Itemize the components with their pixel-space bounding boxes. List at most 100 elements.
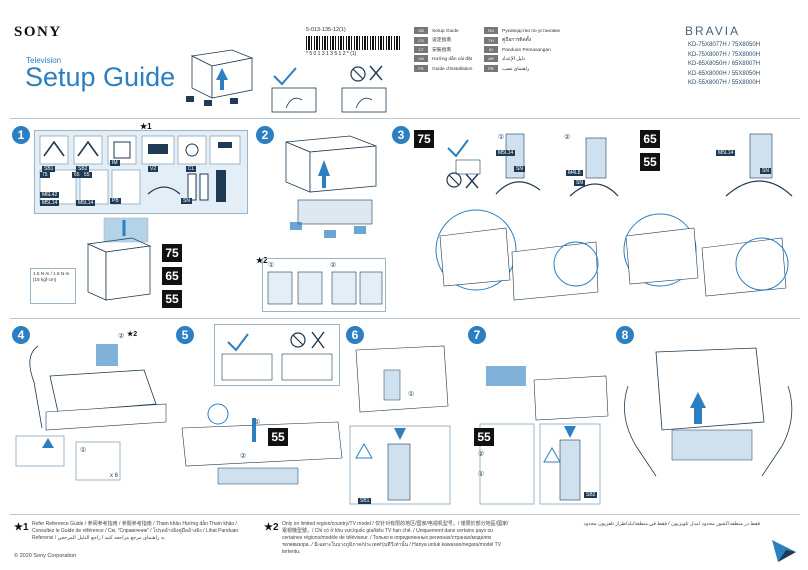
box-illustration [186, 49, 254, 106]
part-label: IM [110, 160, 120, 166]
part-label: CL [186, 166, 197, 172]
model-item: KD-65X8000H / 55X8050H [688, 70, 761, 77]
copyright: © 2020 Sony Corporation [14, 553, 77, 559]
substep-number: ② [564, 134, 571, 141]
size-badge: 55 [474, 428, 494, 446]
footnote-text: Only on limited region/country/TV model … [282, 521, 509, 555]
screw-label: SN [514, 166, 525, 172]
step-number: 1 [12, 126, 30, 144]
parts-illustration [39, 135, 241, 205]
substep-number: ① [498, 134, 505, 141]
footnote-text: Refer Reference Guide / 参阅参考指南 / 參閱參考指南 … [32, 521, 239, 541]
stand-label: SB1 [358, 498, 372, 504]
part-label: SN [181, 198, 192, 204]
part-number: 5-013-135-12(1) [306, 27, 346, 33]
box-with-tv-illustration [86, 217, 152, 301]
model-item: KD-75X8077H / 75X8050H [688, 42, 761, 48]
footnote-marker: ★2 [264, 522, 279, 533]
barcode [306, 36, 402, 50]
screw-label: M5L14 [716, 150, 736, 156]
substep-number: ① [80, 447, 87, 454]
tab-release-illustration [267, 271, 383, 305]
step-number: 5 [176, 326, 194, 344]
substep-number: ② [478, 451, 485, 458]
substep-number: ② [330, 262, 337, 269]
screw-label: SN [760, 168, 771, 174]
size-badge: 55 [268, 428, 288, 446]
substep-number: ② [240, 453, 247, 460]
page-title: Setup Guide [25, 62, 176, 92]
divider [10, 318, 800, 319]
model-list: KD-75X8077H / 75X8050H KD-75X8007H / 75X… [688, 41, 760, 89]
substep-number: ② [118, 333, 125, 340]
divider [10, 514, 800, 515]
size-badge: 75 [414, 130, 434, 148]
size-badge: 65 [640, 130, 660, 148]
substep-number: ① [408, 391, 415, 398]
torque-note: 1.5 N·m / 1.5 N·m {15 kgf·cm} [30, 268, 76, 304]
screw-label: M4L8 [566, 170, 583, 176]
brand-logo: SONY [14, 24, 62, 40]
fold-corner-icon [772, 540, 796, 562]
substep-number: ① [268, 262, 275, 269]
step-number: 8 [616, 326, 634, 344]
size-badge: 75 [162, 244, 182, 262]
screw-label: SN [574, 180, 585, 186]
divider [10, 118, 800, 119]
screw-label: M5L14 [496, 150, 516, 156]
part-label: M5L14 [76, 200, 96, 206]
footnote-marker: ★2 [256, 256, 268, 265]
step-number: 6 [346, 326, 364, 344]
size-label: 55 [82, 172, 92, 178]
check-prohibit-illustration [271, 65, 387, 113]
part-label: PB [110, 198, 121, 204]
product-type: Television [26, 56, 62, 65]
part-label: M6L42 [40, 192, 60, 198]
model-item: KD-55X8007H / 55X8000H [688, 80, 761, 87]
substep-number: ① [254, 419, 261, 426]
footnote-marker: ★1 [14, 522, 29, 533]
screw-count: x 6 [110, 473, 119, 479]
step-number: 3 [392, 126, 410, 144]
tv-lift-illustration [15, 344, 167, 481]
model-item: KD-75X8007H / 75X8000H [688, 51, 761, 58]
stand-insert-alt-illustration [479, 366, 609, 505]
footnote-marker: ★2 [127, 331, 138, 338]
model-item: KD-65X8050H / 65X8007H [688, 61, 761, 68]
substep-panel [214, 324, 340, 386]
step-number: 4 [12, 326, 30, 344]
unbox-illustration [285, 135, 377, 238]
part-label: SB2 [76, 166, 90, 172]
check-prohibit-illustration [221, 331, 333, 381]
footnote-text-rtl: فقط در منطقه/کشور محدود /مدل تلویزیون / … [583, 521, 761, 527]
size-badge: 65 [162, 267, 182, 285]
step-number: 7 [468, 326, 486, 344]
footnote-marker: ★1 [140, 122, 152, 131]
substep-panel [262, 258, 386, 312]
series-logo: BRAVIA [685, 24, 741, 38]
substep-number: ① [478, 471, 485, 478]
tv-stand-illustration [181, 403, 343, 485]
barcode-number: * 5 0 1 3 1 3 5 1 2 * (1) [306, 51, 357, 57]
stand-attach-illustration [435, 133, 619, 301]
stand-attach-alt-illustration [623, 133, 793, 297]
part-label: V2 [148, 166, 159, 172]
size-label: 65 [72, 172, 82, 178]
part-label: M5L14 [40, 200, 60, 206]
step-number: 2 [256, 126, 274, 144]
tv-upright-illustration [624, 347, 793, 477]
stand-label: SB2 [584, 492, 598, 498]
stand-insert-illustration [349, 345, 451, 505]
